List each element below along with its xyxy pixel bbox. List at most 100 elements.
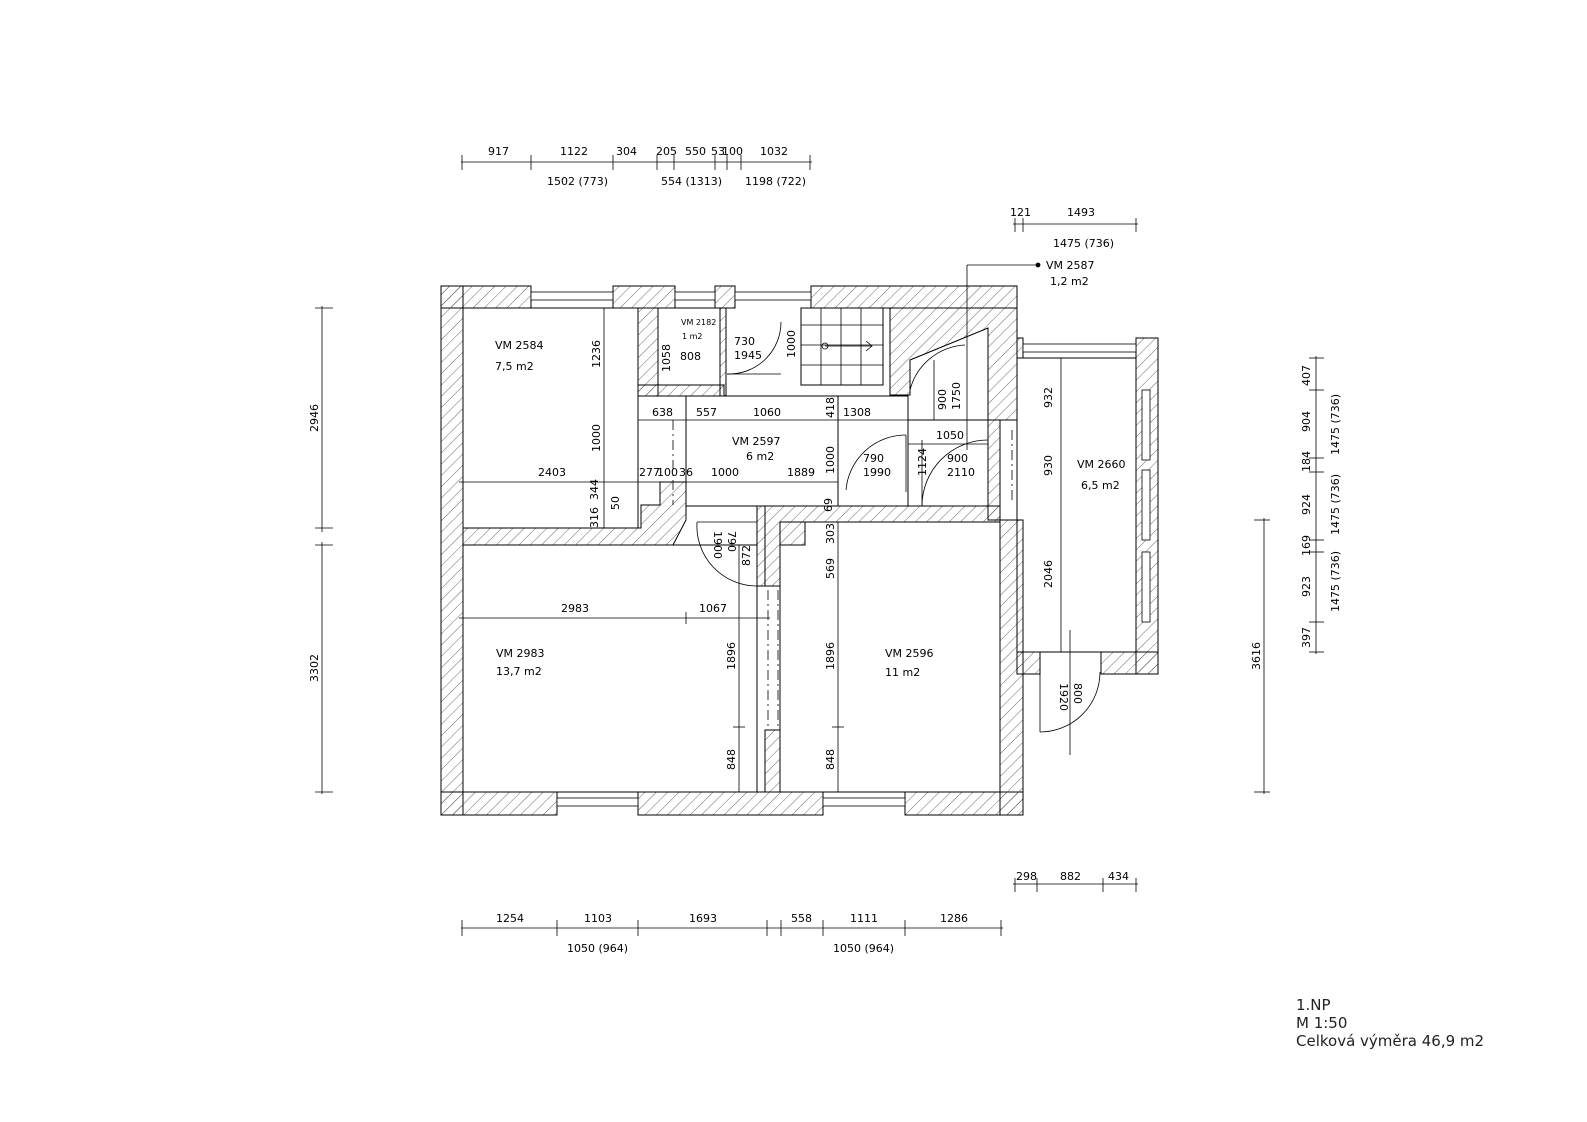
dim-inner: 900: [947, 452, 968, 465]
dim-top: 304: [616, 145, 637, 158]
dim-inner: 848: [725, 749, 738, 770]
dim-bottom: 1286: [940, 912, 968, 925]
dim-top: 100: [722, 145, 743, 158]
dim-inner: 932: [1042, 387, 1055, 408]
dim-left: 3302: [308, 654, 321, 682]
wall-annex-bottom-left: [1016, 651, 1041, 675]
scale-label: M 1:50: [1296, 1014, 1348, 1032]
dim-right-chain: 924: [1300, 494, 1313, 515]
dim-bottom: 558: [791, 912, 812, 925]
room-2584-area: 7,5 m2: [495, 360, 534, 373]
dim-bottom-right: 434: [1108, 870, 1129, 883]
wall-wc-left: [637, 307, 659, 397]
dim-top-sum: 1502 (773): [547, 175, 608, 188]
room-2597-area: 6 m2: [746, 450, 774, 463]
bottom-dimension-texts: 1254 1103 1693 558 1111 1286 1050 (964) …: [496, 870, 1129, 955]
dim-inner: 1000: [711, 466, 739, 479]
dim-top: 1032: [760, 145, 788, 158]
floor-label: 1.NP: [1296, 996, 1331, 1014]
dim-bottom-sum: 1050 (964): [567, 942, 628, 955]
dim-inner: 930: [1042, 455, 1055, 476]
dim-inner: 730: [734, 335, 755, 348]
dim-bottom: 1693: [689, 912, 717, 925]
wall-partition-v2: [764, 729, 781, 793]
dim-inner: 50: [609, 496, 622, 510]
room-labels: VM 2584 7,5 m2 VM 2182 1 m2 VM 2587 1,2 …: [495, 259, 1126, 679]
room-2596-id: VM 2596: [885, 647, 934, 660]
doors: [672, 262, 1101, 755]
dim-inner: 1060: [753, 406, 781, 419]
total-area-label: Celková výměra 46,9 m2: [1296, 1032, 1485, 1050]
stair: [801, 308, 883, 385]
wall-annex-bottom: [1100, 651, 1159, 675]
dim-inner: 900: [936, 389, 949, 410]
dim-inner: 1896: [725, 642, 738, 670]
room-2660-area: 6,5 m2: [1081, 479, 1120, 492]
dim-inner: 2046: [1042, 560, 1055, 588]
dim-inner: 1000: [590, 424, 603, 452]
wall-wc-bottom: [637, 384, 725, 397]
wall-left: [440, 285, 464, 816]
dim-top-sum: 1198 (722): [745, 175, 806, 188]
room-2660-id: VM 2660: [1077, 458, 1126, 471]
dim-inner: 557: [696, 406, 717, 419]
room-2596-area: 11 m2: [885, 666, 920, 679]
dim-right-chain: 904: [1300, 411, 1313, 432]
dim-inner: 1945: [734, 349, 762, 362]
wall-top-mid2: [714, 285, 736, 309]
dim-bottom: 1254: [496, 912, 524, 925]
dim-top: 917: [488, 145, 509, 158]
dim-inner: 569: [824, 558, 837, 579]
side-dimension-texts: 2946 3302 3616 407 904 184 924 169 923 3…: [308, 365, 1342, 682]
dim-inner: 418: [824, 397, 837, 418]
dim-inner: 303: [824, 523, 837, 544]
room-2587-area: 1,2 m2: [1050, 275, 1089, 288]
dim-top-right-sum: 1475 (736): [1053, 237, 1114, 250]
dim-inner: 2403: [538, 466, 566, 479]
dim-right-window: 1475 (736): [1329, 394, 1342, 455]
wall-bottom-mid: [637, 791, 824, 816]
room-outlines: [462, 307, 1137, 793]
dim-right-chain: 184: [1300, 451, 1313, 472]
dim-bottom: 1111: [850, 912, 878, 925]
wall-partition-v1: [756, 505, 766, 587]
dim-inner: 344: [588, 479, 601, 500]
dim-inner: 1236: [590, 340, 603, 368]
dim-inner: 1058: [660, 344, 673, 372]
dim-inner: 1900: [711, 531, 724, 559]
dim-inner: 1067: [699, 602, 727, 615]
dim-inner: 790: [725, 531, 738, 552]
wall-partition-h1: [462, 481, 687, 546]
dim-inner: 277: [639, 466, 660, 479]
wall-bottom-left: [440, 791, 558, 816]
windows: [530, 291, 1151, 807]
dim-right-outer: 3616: [1250, 642, 1263, 670]
dim-right-chain: 397: [1300, 627, 1313, 648]
dim-inner: 848: [824, 749, 837, 770]
dim-bottom-sum: 1050 (964): [833, 942, 894, 955]
dim-inner: 1000: [824, 446, 837, 474]
dim-top: 53: [711, 145, 725, 158]
dim-inner: 316: [588, 507, 601, 528]
dim-top: 205: [656, 145, 677, 158]
dim-inner: 1920: [1057, 683, 1070, 711]
dim-top-sum: 554 (1313): [661, 175, 722, 188]
room-2597-id: VM 2597: [732, 435, 781, 448]
wall-top-mid: [612, 285, 676, 309]
dim-right-chain: 407: [1300, 365, 1313, 386]
dim-right-window: 1475 (736): [1329, 551, 1342, 612]
top-dimension-texts: 917 1122 304 205 550 53 100 1032 1502 (7…: [488, 145, 1114, 250]
room-2182-area: 1 m2: [682, 332, 703, 341]
dim-inner: 1050: [936, 429, 964, 442]
wall-partition-v3: [987, 419, 1001, 521]
dim-bottom-right: 298: [1016, 870, 1037, 883]
dim-left: 2946: [308, 404, 321, 432]
dim-top: 550: [685, 145, 706, 158]
inner-dimension-texts: 1236 1000 2403 277 100 36 344 316 50 105…: [538, 330, 1084, 770]
dim-inner: 1750: [950, 382, 963, 410]
dim-inner: 2110: [947, 466, 975, 479]
room-2587-id: VM 2587: [1046, 259, 1095, 272]
dimension-lines: [315, 155, 1324, 936]
dim-inner: 2983: [561, 602, 589, 615]
